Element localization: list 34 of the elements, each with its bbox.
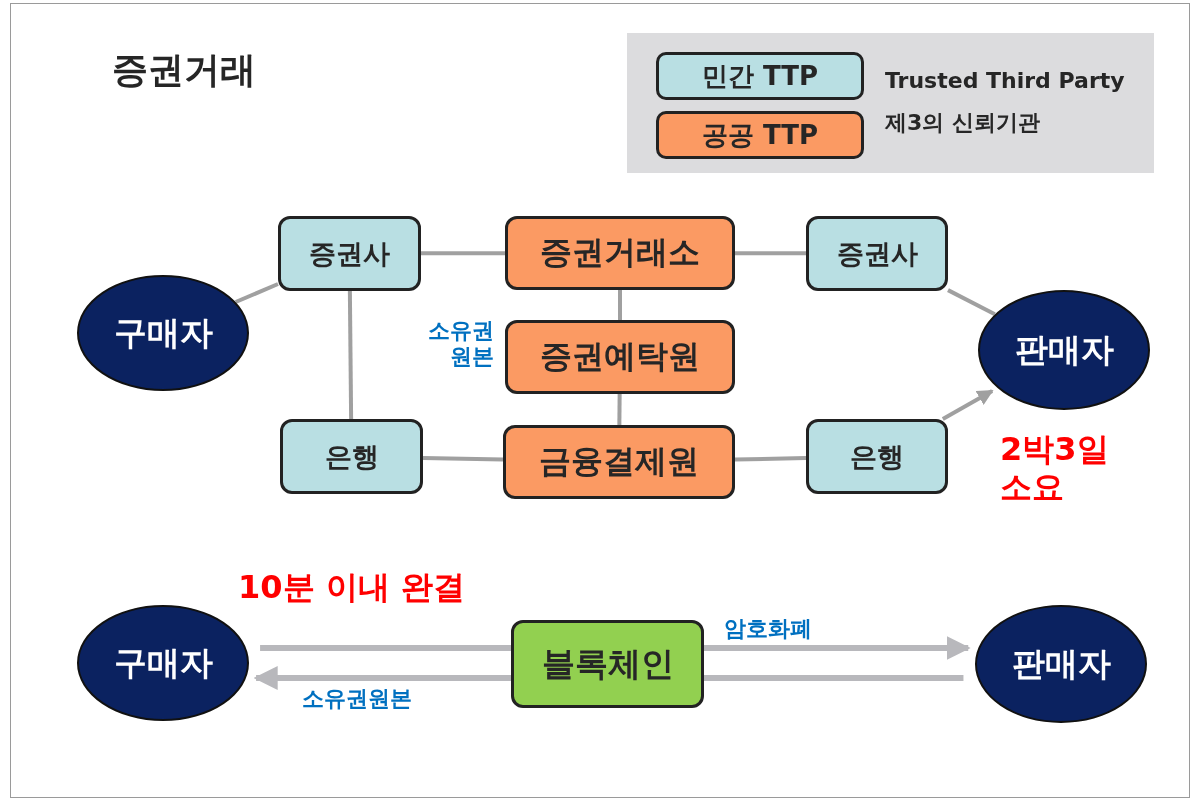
- organization-box: 금융결제원: [503, 425, 735, 499]
- connector-line: [704, 675, 964, 681]
- connector-line: [422, 455, 504, 462]
- connector-line: [421, 251, 505, 256]
- connector-line: [618, 290, 622, 320]
- title: 증권거래: [112, 48, 256, 92]
- arrow: [253, 666, 511, 690]
- duration-note: 10분 이내 완결: [238, 568, 465, 607]
- organization-box: 증권예탁원: [505, 320, 735, 394]
- connector-line: [734, 456, 807, 462]
- legend-note: 제3의 신뢰기관: [885, 110, 1040, 137]
- connector-line: [260, 645, 511, 651]
- connector-line: [234, 282, 279, 304]
- organization-box: 증권사: [806, 216, 948, 291]
- participant-ellipse: 구매자: [77, 275, 249, 391]
- arrow: [941, 389, 994, 421]
- annotation: 소유권 원본: [427, 318, 494, 371]
- legend-note: Trusted Third Party: [885, 68, 1125, 95]
- organization-box: 증권사: [278, 216, 421, 291]
- participant-ellipse: 구매자: [77, 605, 249, 721]
- participant-ellipse: 판매자: [978, 290, 1150, 410]
- connector-line: [617, 393, 622, 426]
- organization-box: 증권거래소: [505, 216, 735, 290]
- connector-line: [735, 251, 806, 256]
- arrow: [704, 636, 971, 660]
- legend-key: 민간 TTP: [656, 52, 864, 100]
- blockchain-box: 블록체인: [511, 620, 704, 708]
- participant-ellipse: 판매자: [975, 605, 1147, 723]
- organization-box: 은행: [280, 419, 423, 494]
- duration-note: 2박3일 소요: [1000, 430, 1110, 507]
- connector-line: [947, 288, 996, 317]
- connector-line: [347, 290, 354, 420]
- legend-key: 공공 TTP: [656, 111, 864, 159]
- organization-box: 은행: [806, 419, 948, 494]
